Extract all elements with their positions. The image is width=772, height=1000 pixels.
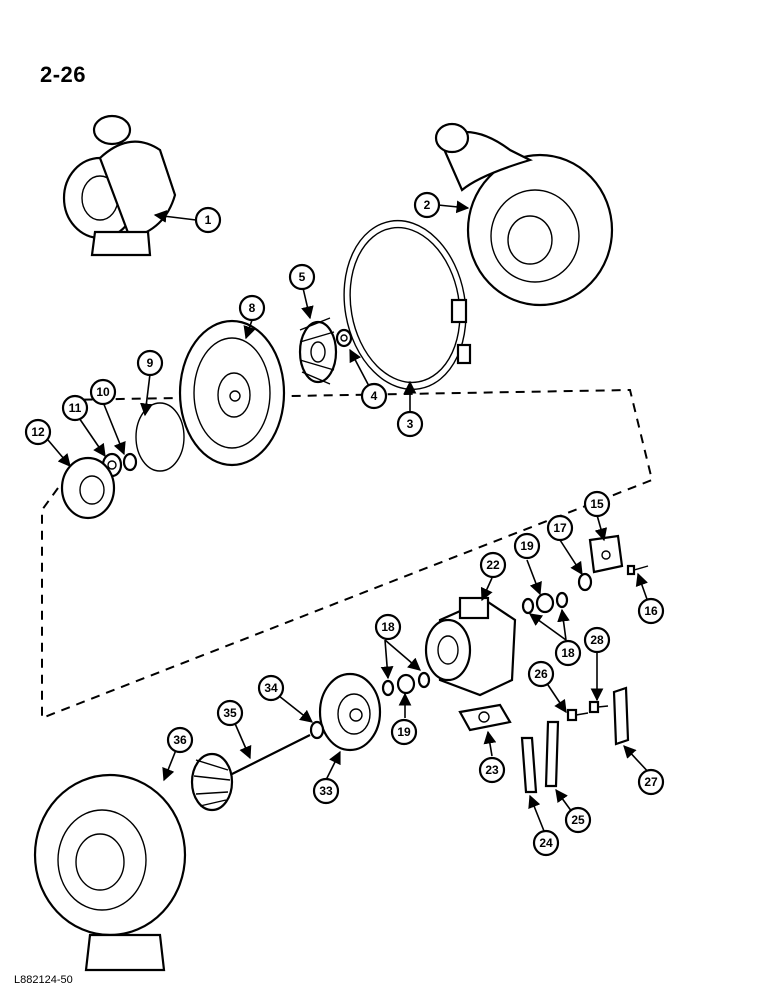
- svg-text:11: 11: [69, 401, 82, 415]
- insert: [60, 456, 116, 520]
- svg-text:2: 2: [424, 198, 431, 212]
- page-number: 2-26: [40, 62, 87, 87]
- svg-text:18: 18: [381, 620, 395, 634]
- svg-text:15: 15: [590, 497, 604, 511]
- svg-text:22: 22: [486, 558, 500, 572]
- callout-4: 4: [360, 382, 388, 410]
- drawing-id: L882124-50: [14, 974, 73, 986]
- callout-3: 3: [396, 410, 424, 438]
- bolt-a: [566, 708, 589, 722]
- screw: [626, 564, 649, 576]
- lock-plate-b: [544, 720, 560, 788]
- svg-text:16: 16: [644, 604, 658, 618]
- callout-27: 27: [637, 768, 665, 796]
- callout-18-left: 18: [374, 613, 402, 641]
- turbine-wheel-shaft: [190, 734, 311, 812]
- svg-text:3: 3: [407, 417, 414, 431]
- callout-12: 12: [24, 418, 52, 446]
- callout-24: 24: [532, 829, 560, 857]
- svg-text:28: 28: [590, 633, 604, 647]
- svg-text:27: 27: [644, 775, 658, 789]
- svg-text:36: 36: [173, 733, 187, 747]
- callout-16: 16: [637, 597, 665, 625]
- callout-5: 5: [288, 263, 316, 291]
- callout-19-top: 19: [513, 532, 541, 560]
- heat-shield: [318, 672, 382, 752]
- bearing-lower: [381, 671, 431, 697]
- svg-text:19: 19: [397, 725, 411, 739]
- gasket: [458, 703, 512, 732]
- callout-1: 1: [194, 206, 222, 234]
- svg-text:12: 12: [31, 425, 45, 439]
- svg-text:18: 18: [561, 646, 575, 660]
- piston-ring: [309, 720, 325, 740]
- lock-plate-a: [520, 736, 538, 794]
- compressor-housing: [434, 122, 614, 307]
- svg-text:34: 34: [264, 681, 278, 695]
- svg-text:23: 23: [485, 763, 499, 777]
- compressor-wheel: [298, 317, 338, 385]
- backplate: [178, 319, 286, 467]
- bearing-upper: [521, 591, 569, 615]
- callout-26: 26: [527, 660, 555, 688]
- seal-ring: [122, 452, 138, 472]
- callout-17: 17: [546, 514, 574, 542]
- callout-36: 36: [166, 726, 194, 754]
- callout-9: 9: [136, 349, 164, 377]
- svg-text:8: 8: [249, 301, 256, 315]
- alignment-dashed-line: [41, 388, 654, 720]
- svg-text:4: 4: [371, 389, 378, 403]
- callout-23: 23: [478, 756, 506, 784]
- clamp-plate: [612, 686, 630, 746]
- bolt-b: [588, 700, 609, 714]
- callout-8: 8: [238, 294, 266, 322]
- svg-text:26: 26: [534, 667, 548, 681]
- callout-18-top: 18: [554, 639, 582, 667]
- svg-text:33: 33: [319, 784, 333, 798]
- thrust-washer: [577, 572, 593, 592]
- callout-35: 35: [216, 699, 244, 727]
- o-ring: [135, 402, 185, 472]
- svg-text:1: 1: [205, 213, 212, 227]
- callout-22: 22: [479, 551, 507, 579]
- callout-10: 10: [89, 378, 117, 406]
- callout-25: 25: [564, 806, 592, 834]
- callout-11: 11: [61, 394, 89, 422]
- svg-text:35: 35: [223, 706, 237, 720]
- svg-text:5: 5: [299, 270, 306, 284]
- svg-text:17: 17: [553, 521, 567, 535]
- svg-text:25: 25: [571, 813, 585, 827]
- svg-text:9: 9: [147, 356, 154, 370]
- turbocharger-assembly: [62, 114, 177, 257]
- svg-text:24: 24: [539, 836, 553, 850]
- callout-19-bottom: 19: [390, 718, 418, 746]
- center-housing: [424, 596, 517, 697]
- callout-34: 34: [257, 674, 285, 702]
- svg-text:10: 10: [96, 385, 110, 399]
- v-band-clamp: [343, 219, 472, 391]
- callout-15: 15: [583, 490, 611, 518]
- callout-28: 28: [583, 626, 611, 654]
- callout-2: 2: [413, 191, 441, 219]
- turbine-housing: [33, 773, 187, 972]
- thrust-plate: [588, 534, 624, 574]
- nut: [335, 328, 353, 348]
- svg-text:19: 19: [520, 539, 534, 553]
- callout-33: 33: [312, 777, 340, 805]
